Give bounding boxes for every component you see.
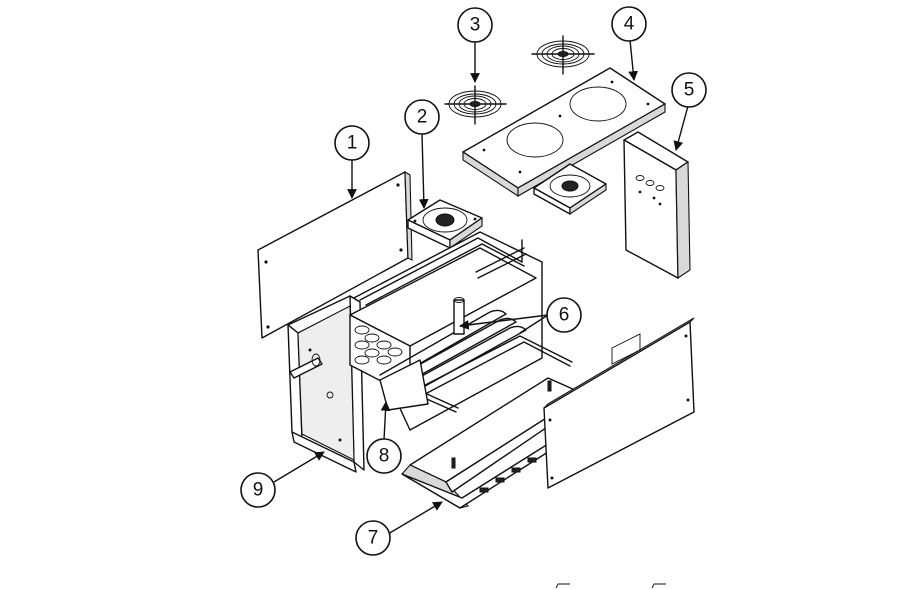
right-side-panel — [543, 317, 695, 489]
callout-2: 2 — [404, 99, 440, 135]
svg-text:6: 6 — [559, 305, 570, 326]
svg-text:1: 1 — [347, 133, 358, 154]
callout-5: 5 — [671, 72, 707, 108]
bottom-edge-marks — [555, 583, 666, 589]
fan-secondary — [533, 163, 607, 216]
fan-grill-secondary — [531, 35, 595, 75]
svg-text:4: 4 — [624, 14, 635, 35]
callout-3: 3 — [457, 7, 493, 43]
callout-1: 1 — [334, 125, 370, 161]
svg-text:8: 8 — [379, 446, 390, 467]
part-5-end-panel — [623, 131, 691, 280]
part-2-fan — [407, 199, 483, 250]
svg-text:5: 5 — [684, 80, 695, 101]
callout-7: 7 — [355, 520, 391, 556]
part-3-fan-grill — [444, 85, 507, 125]
callout-9: 9 — [240, 472, 276, 508]
part-4-top-cover — [462, 67, 666, 198]
callout-8: 8 — [366, 438, 402, 474]
leader-lines — [273, 39, 689, 535]
callout-6: 6 — [546, 297, 582, 333]
svg-text:3: 3 — [470, 15, 481, 36]
svg-text:2: 2 — [417, 107, 428, 128]
svg-text:9: 9 — [253, 480, 264, 501]
part-6-heating-element — [379, 297, 573, 413]
callout-4: 4 — [611, 6, 647, 42]
svg-text:7: 7 — [368, 528, 379, 549]
